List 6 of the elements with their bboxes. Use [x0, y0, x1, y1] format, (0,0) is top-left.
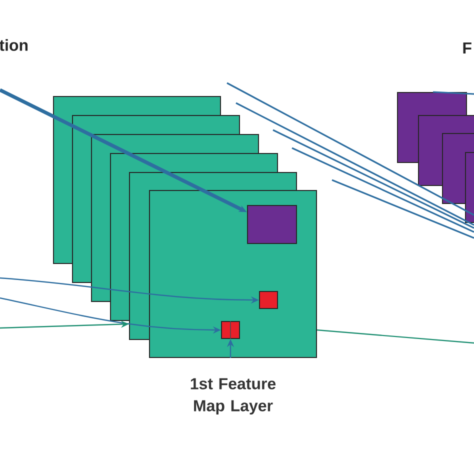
- layer-label: 1st Feature Map Layer: [190, 378, 276, 415]
- pixel-square: [259, 291, 278, 309]
- pixel-square: [221, 321, 240, 339]
- heading-text: F: [463, 42, 472, 54]
- pooled-map-square: [465, 152, 474, 223]
- filter-square: [247, 205, 297, 244]
